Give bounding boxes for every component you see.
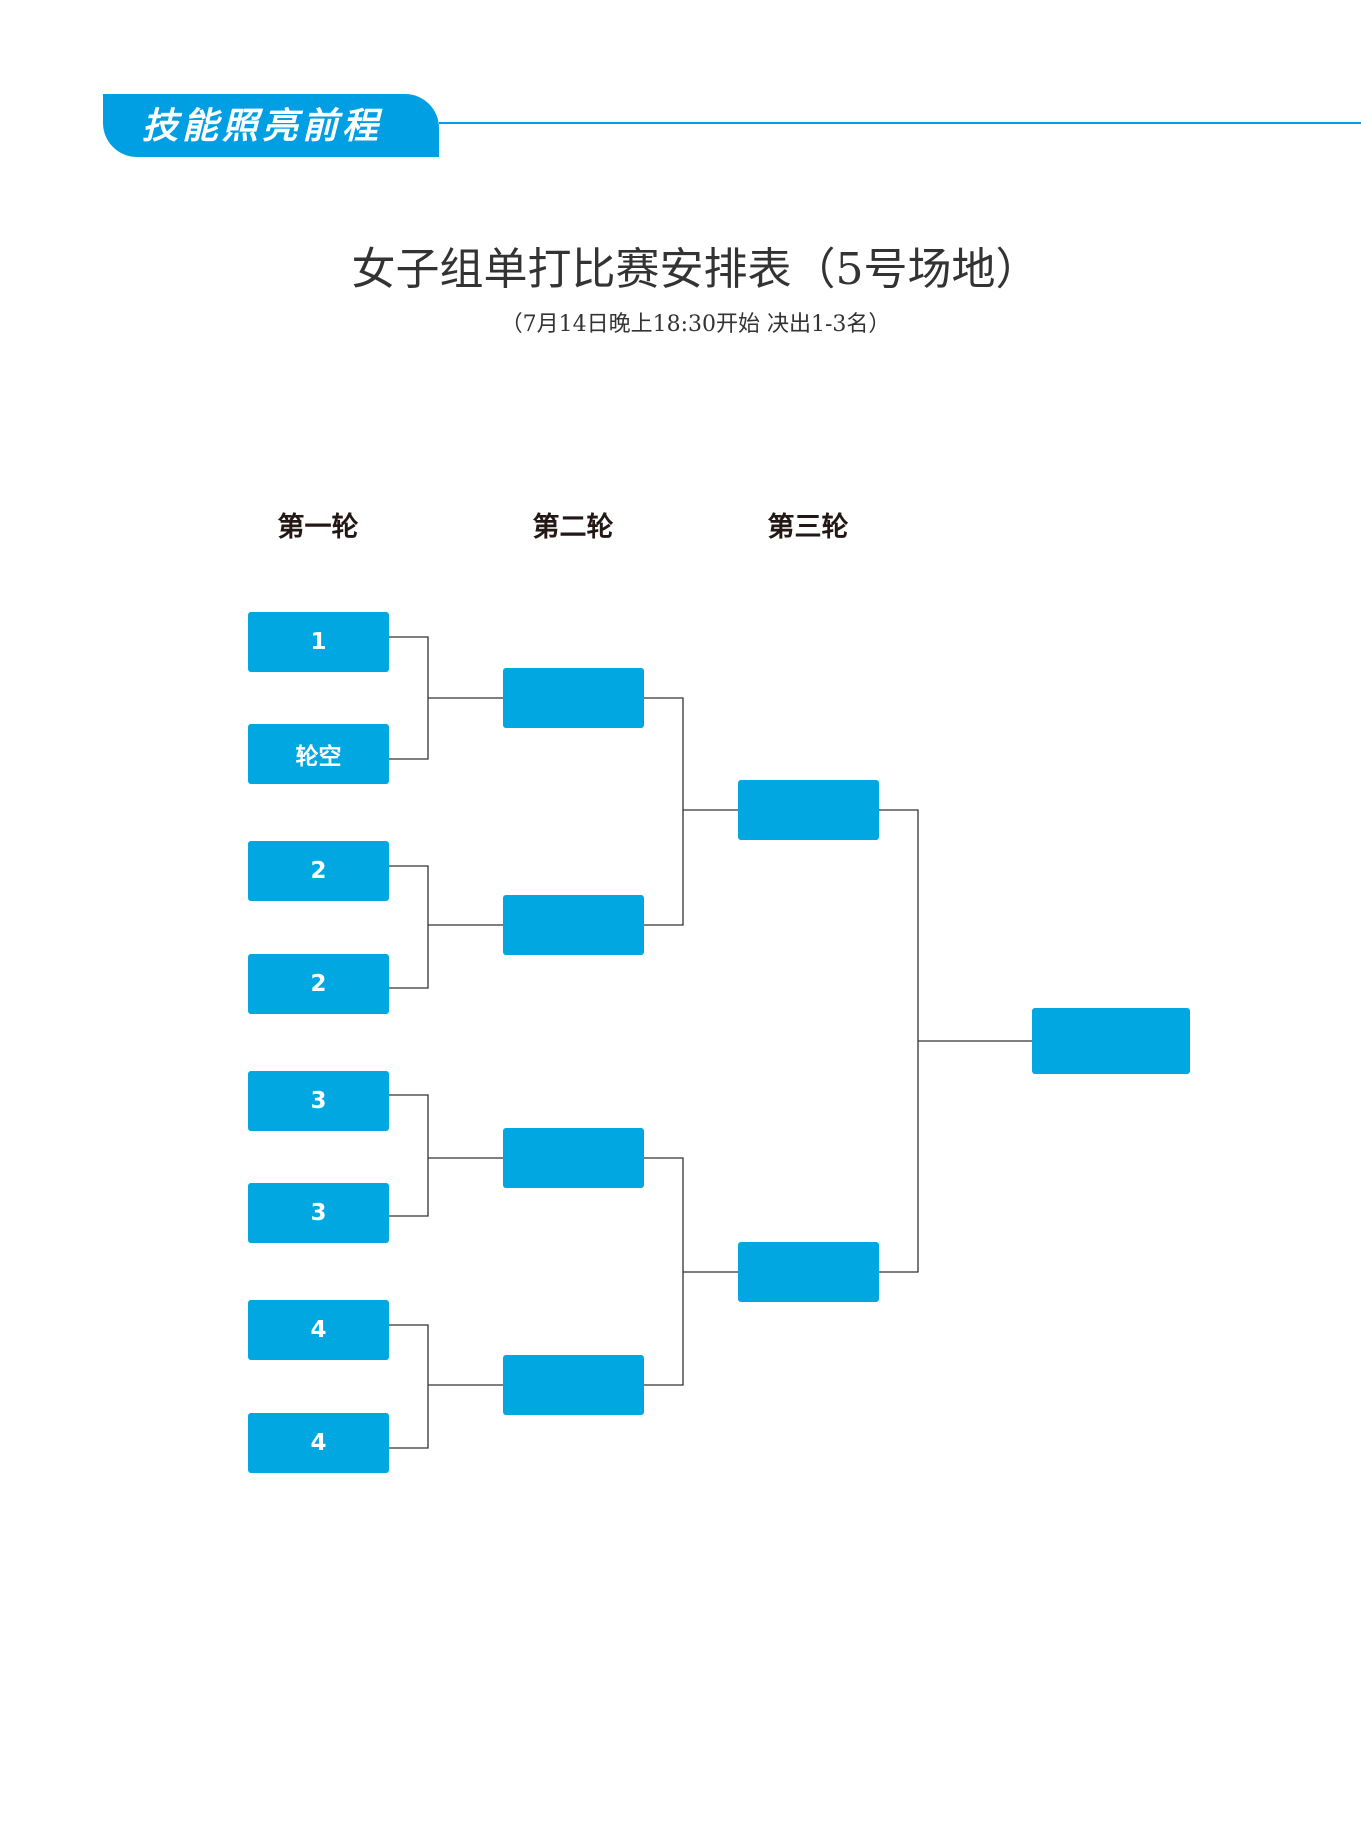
r1-slot-5: 3 — [248, 1071, 389, 1131]
r1-slot-4: 2 — [248, 954, 389, 1014]
page-title: 女子组单打比赛安排表（5号场地） — [351, 244, 1040, 295]
round-label-1: 第一轮 — [277, 512, 359, 543]
r3-slot-1 — [738, 780, 879, 840]
page-subtitle: （7月14日晚上18:30开始 决出1-3名） — [500, 312, 891, 337]
r2-slot-1 — [503, 668, 644, 728]
connector-r3-pair — [879, 809, 1032, 1273]
header-rule — [439, 122, 1361, 124]
connector-r1-pair-4 — [389, 1324, 503, 1449]
final-slot — [1032, 1008, 1190, 1074]
r1-slot-6: 3 — [248, 1183, 389, 1243]
r1-slot-2: 轮空 — [248, 724, 389, 784]
r2-slot-4 — [503, 1355, 644, 1415]
connector-r1-pair-2 — [389, 865, 503, 989]
r2-slot-3 — [503, 1128, 644, 1188]
r1-slot-3: 2 — [248, 841, 389, 901]
r1-slot-8: 4 — [248, 1413, 389, 1473]
r1-slot-7: 4 — [248, 1300, 389, 1360]
round-label-3: 第三轮 — [767, 512, 849, 543]
connector-r2-pair-2 — [644, 1157, 738, 1386]
r1-slot-1: 1 — [248, 612, 389, 672]
header-banner-text: 技能照亮前程 — [142, 105, 383, 147]
connector-r1-pair-1 — [389, 636, 503, 760]
header-banner — [103, 94, 439, 157]
connector-r2-pair-1 — [644, 697, 738, 926]
r2-slot-2 — [503, 895, 644, 955]
round-label-2: 第二轮 — [532, 512, 614, 543]
r3-slot-2 — [738, 1242, 879, 1302]
connector-r1-pair-3 — [389, 1094, 503, 1217]
